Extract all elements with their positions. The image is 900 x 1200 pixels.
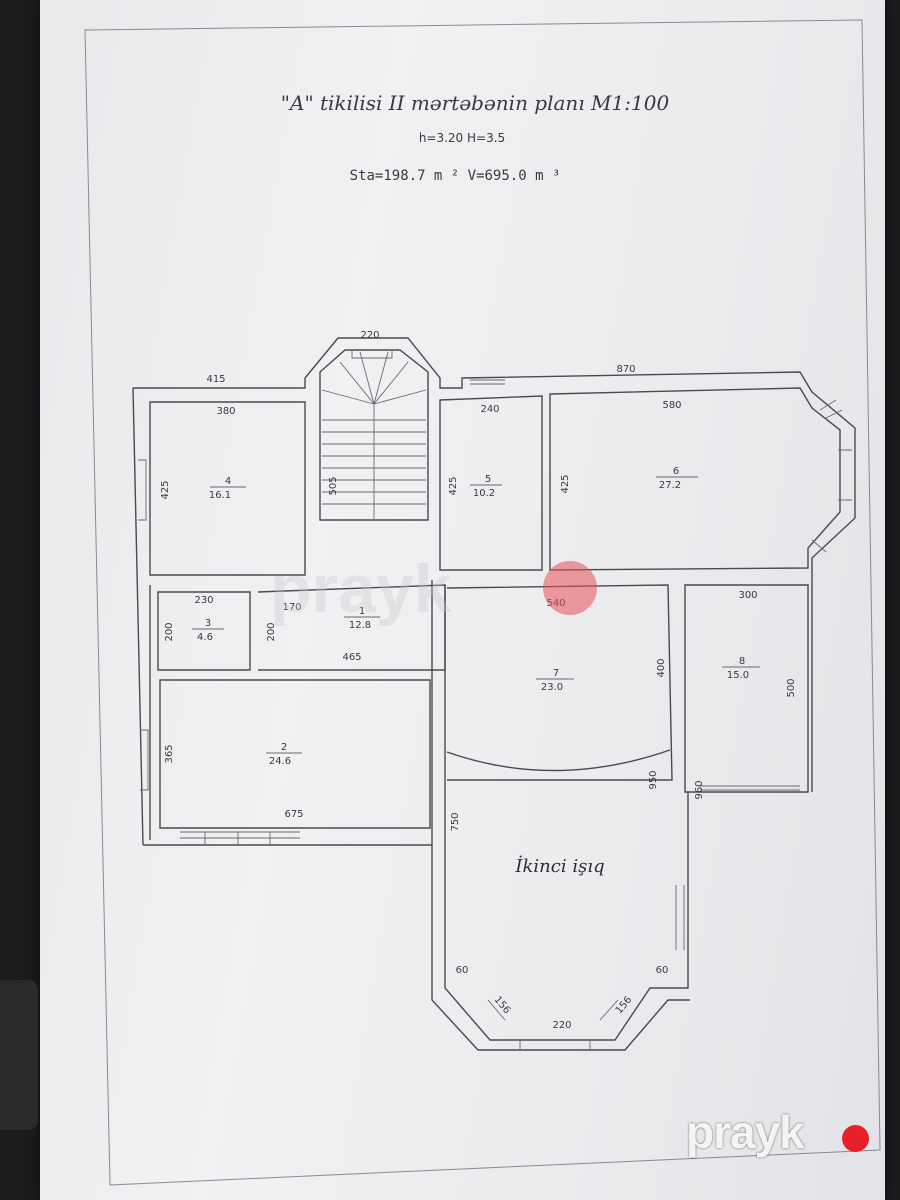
svg-text:27.2: 27.2 (659, 480, 681, 491)
room-8-label: 8 15.0 (722, 656, 760, 681)
room-5-label: 5 10.2 (470, 474, 502, 499)
svg-text:4: 4 (225, 476, 231, 487)
location-marker (543, 561, 597, 615)
svg-text:24.6: 24.6 (269, 756, 291, 767)
svg-text:200: 200 (266, 622, 277, 641)
svg-text:365: 365 (164, 744, 175, 763)
windows (138, 379, 852, 1050)
room-4-label: 4 16.1 (209, 476, 246, 501)
svg-text:675: 675 (284, 809, 303, 820)
svg-text:870: 870 (616, 364, 635, 375)
watermark-text: prayk (270, 551, 452, 627)
svg-text:750: 750 (450, 812, 461, 831)
staircase (321, 350, 427, 520)
paper-sheet (40, 0, 885, 1200)
svg-text:16.1: 16.1 (209, 490, 231, 501)
svg-text:240: 240 (480, 404, 499, 415)
svg-text:960: 960 (694, 780, 705, 799)
room-1-label: 1 12.8 (344, 606, 380, 631)
brand-logo: prayk (686, 1106, 805, 1158)
binder-clip (0, 980, 38, 1130)
outer-walls (132, 337, 856, 1051)
svg-text:220: 220 (552, 1020, 571, 1031)
dimension-labels: 220 415 870 380 425 505 240 425 580 4 2 5 … (160, 330, 797, 1031)
room-6-label: 6 27.2 (656, 466, 698, 491)
page-frame (84, 19, 881, 1186)
plan-totals: Sta=198.7 m ² V=695.0 m ³ (350, 168, 561, 184)
svg-text:60: 60 (656, 965, 669, 976)
room-7-label: 7 23.0 (536, 668, 574, 693)
svg-text:12.8: 12.8 (349, 620, 371, 631)
svg-text:3: 3 (205, 618, 211, 629)
svg-text:200: 200 (164, 622, 175, 641)
svg-text:156: 156 (492, 995, 513, 1017)
svg-text:425: 425 (560, 474, 571, 493)
svg-text:60: 60 (456, 965, 469, 976)
svg-text:23.0: 23.0 (541, 682, 563, 693)
svg-text:156: 156 (614, 995, 635, 1017)
svg-text:2: 2 (281, 742, 287, 753)
svg-text:425: 425 (160, 480, 171, 499)
plan-title: "A" tikilisi II mərtəbənin planı M1:100 (281, 91, 670, 115)
svg-text:5: 5 (485, 474, 491, 485)
svg-text:10.2: 10.2 (473, 488, 495, 499)
svg-text:220: 220 (360, 330, 379, 341)
svg-text:1: 1 (359, 606, 365, 617)
svg-text:300: 300 (738, 590, 757, 601)
svg-text:6: 6 (673, 466, 679, 477)
second-light-label: İkinci işıq (514, 854, 604, 877)
svg-text:580: 580 (662, 400, 681, 411)
brand-logo-dot (842, 1125, 869, 1152)
room-2-label: 2 24.6 (266, 742, 302, 767)
svg-text:415: 415 (206, 374, 225, 385)
svg-text:950: 950 (648, 770, 659, 789)
svg-text:465: 465 (342, 652, 361, 663)
svg-text:425: 425 (448, 476, 459, 495)
svg-text:170: 170 (282, 602, 301, 613)
svg-text:4.6: 4.6 (197, 632, 213, 643)
svg-text:500: 500 (786, 678, 797, 697)
svg-text:400: 400 (656, 658, 667, 677)
void-arc (446, 749, 671, 772)
plan-heights: h=3.20 H=3.5 (419, 131, 505, 145)
svg-text:230: 230 (194, 595, 213, 606)
svg-text:380: 380 (216, 406, 235, 417)
svg-text:15.0: 15.0 (727, 670, 749, 681)
svg-text:8: 8 (739, 656, 745, 667)
room-3-label: 3 4.6 (192, 618, 224, 643)
svg-text:7: 7 (553, 668, 559, 679)
svg-text:505: 505 (328, 476, 339, 495)
